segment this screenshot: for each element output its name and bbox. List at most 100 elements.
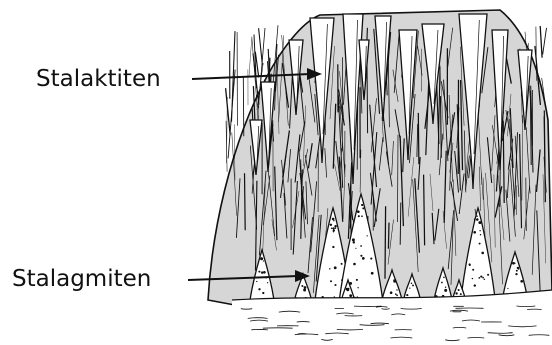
stalagmite-texture-dot — [484, 279, 485, 280]
stalagmite-texture-dot — [371, 272, 374, 275]
stalagmite-texture-dot — [507, 288, 508, 289]
stalagmite-texture-dot — [362, 257, 365, 260]
stalagmite-texture-dot — [396, 289, 397, 290]
stalagmite-texture-dot — [444, 289, 447, 292]
stalagmite-texture-dot — [348, 288, 350, 290]
stalagmite-texture-dot — [304, 286, 307, 289]
stalagmite-texture-dot — [358, 215, 360, 217]
stalagmite-texture-dot — [487, 274, 489, 276]
stalagmite-texture-dot — [333, 229, 335, 231]
stalagmite-texture-dot — [409, 287, 410, 288]
stalagmite-texture-dot — [390, 291, 393, 294]
stalagmite-texture-dot — [517, 267, 519, 269]
stalagmite-texture-dot — [334, 266, 337, 269]
stalagmite-texture-dot — [333, 220, 334, 221]
stalagmite-texture-dot — [301, 285, 303, 287]
stalagmite-texture-dot — [353, 263, 356, 266]
stalagmite-texture-dot — [262, 292, 264, 294]
hatch-stroke — [398, 135, 399, 222]
hatch-stroke — [543, 28, 547, 55]
stalagmite-texture-dot — [362, 207, 364, 209]
stalagmite-texture-dot — [479, 230, 480, 231]
stalagmite-texture-dot — [481, 252, 484, 255]
hatch-stroke — [441, 96, 442, 158]
cave-illustration — [208, 10, 552, 345]
stalagmite-texture-dot — [261, 271, 263, 273]
stalagmite-texture-dot — [445, 286, 446, 287]
stalagmite-texture-dot — [480, 276, 482, 278]
stalagmite-texture-dot — [520, 280, 523, 283]
hatch-stroke — [259, 28, 263, 65]
hatch-stroke — [245, 173, 246, 230]
stalagmite-texture-dot — [357, 287, 358, 288]
stalagmite-texture-dot — [331, 227, 333, 229]
stalagmite-texture-dot — [330, 280, 332, 282]
stalagmite-texture-dot — [330, 224, 332, 226]
stalagmite-texture-dot — [476, 218, 479, 221]
stalagmite-texture-dot — [263, 271, 266, 274]
stalagmite-texture-dot — [469, 264, 471, 266]
stalagmite-texture-dot — [479, 243, 481, 245]
stalagmite-texture-dot — [393, 280, 396, 283]
hatch-stroke — [228, 70, 235, 159]
stalagmite-texture-dot — [360, 245, 362, 247]
stalagmite-texture-dot — [482, 277, 484, 279]
stalagmite-texture-dot — [460, 293, 462, 295]
stalagmite-texture-dot — [334, 225, 336, 227]
hatch-stroke — [385, 206, 386, 278]
stalagmite-texture-dot — [335, 227, 336, 228]
stalagmite-texture-dot — [303, 289, 306, 292]
stalagmite-texture-dot — [515, 273, 517, 275]
stalagmite-texture-dot — [458, 289, 460, 291]
stalagmite-texture-dot — [353, 241, 355, 243]
stalagmite-texture-dot — [352, 238, 355, 241]
stalagmite-texture-dot — [355, 248, 356, 249]
stalagmite-texture-dot — [478, 221, 481, 224]
stalagmite-texture-dot — [478, 277, 480, 279]
stalagmite-texture-dot — [412, 284, 414, 286]
hatch-stroke — [526, 178, 527, 231]
stalagmite-texture-dot — [333, 227, 335, 229]
stalagmite-texture-dot — [396, 295, 398, 297]
stalagmite-texture-dot — [349, 294, 352, 297]
stalagmite-texture-dot — [360, 255, 362, 257]
hatch-stroke — [243, 76, 244, 136]
stalagmite-texture-dot — [406, 294, 408, 296]
hatch-stroke — [418, 113, 419, 164]
stalagmite-texture-dot — [370, 258, 372, 260]
stalagmite-texture-dot — [455, 292, 457, 294]
stalagmite-texture-dot — [441, 282, 443, 284]
stalagmites-label: Stalagmiten — [12, 266, 151, 292]
stalagmite-texture-dot — [341, 263, 343, 265]
hatch-stroke — [388, 223, 389, 249]
hatch-stroke — [540, 26, 542, 58]
stalagmite-texture-dot — [472, 269, 474, 271]
stalagmite-texture-dot — [443, 277, 445, 279]
stalagmite-texture-dot — [476, 215, 478, 217]
stalagmite-texture-dot — [361, 215, 363, 217]
stalagmite-texture-dot — [473, 231, 476, 234]
stalagmite-texture-dot — [263, 260, 264, 261]
stalagmite-texture-dot — [332, 246, 334, 248]
stalagmite-texture-dot — [357, 210, 360, 213]
stalagmite-texture-dot — [472, 278, 473, 279]
stalagmite-texture-dot — [361, 204, 363, 206]
stalagmite-texture-dot — [356, 279, 358, 281]
stalagmite-texture-dot — [411, 283, 413, 285]
stalagmite-texture-dot — [258, 271, 260, 273]
stalagmite-texture-dot — [334, 284, 336, 286]
stalagmite-texture-dot — [367, 235, 368, 236]
stalagmite-texture-dot — [256, 281, 257, 282]
stalagmite-texture-dot — [480, 234, 481, 235]
stalactites-label: Stalaktiten — [36, 66, 161, 92]
stalagmite-texture-dot — [329, 268, 330, 269]
stalagmite-texture-dot — [267, 282, 268, 283]
stalagmite-texture-dot — [516, 270, 518, 272]
stalagmite-texture-dot — [514, 262, 516, 264]
stalagmite-texture-dot — [258, 288, 260, 290]
stalagmite-texture-dot — [332, 218, 335, 221]
hatch-stroke — [249, 39, 252, 77]
stalagmite-texture-dot — [395, 293, 397, 295]
hatch-stroke — [400, 203, 401, 245]
